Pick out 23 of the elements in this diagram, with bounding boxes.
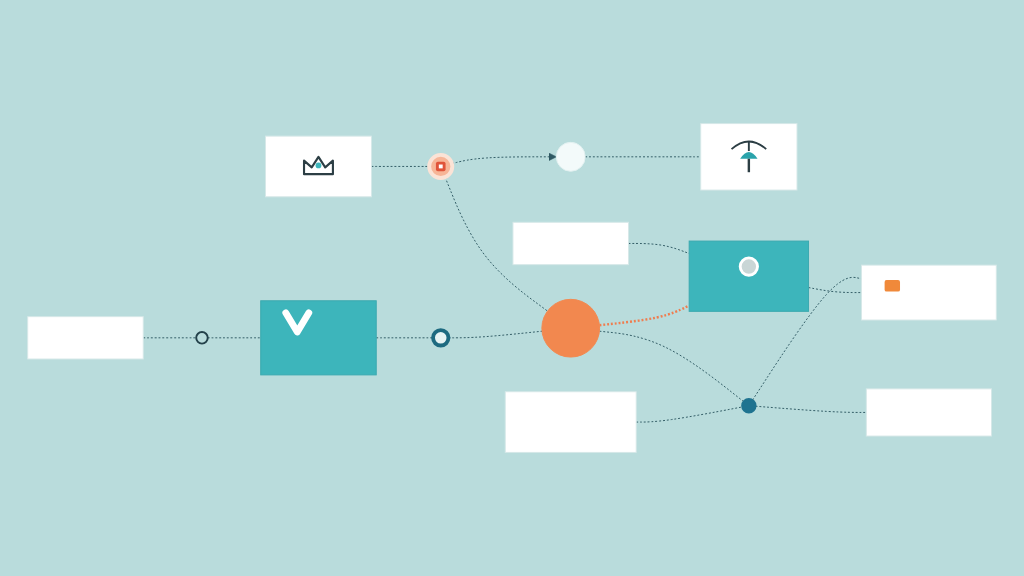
node-circle bbox=[741, 398, 757, 414]
connector bbox=[599, 304, 690, 327]
node-box bbox=[504, 391, 637, 453]
connector bbox=[628, 243, 690, 254]
node-picture bbox=[265, 135, 372, 198]
connector bbox=[599, 330, 745, 402]
node-circle bbox=[195, 331, 209, 345]
connector bbox=[635, 406, 743, 423]
connector bbox=[584, 156, 702, 158]
connector bbox=[808, 287, 862, 294]
connector bbox=[752, 276, 862, 401]
node-box bbox=[512, 221, 629, 266]
node-box bbox=[688, 240, 810, 312]
node-box bbox=[861, 264, 997, 321]
connector bbox=[755, 405, 867, 413]
node-box bbox=[260, 300, 377, 376]
node-circle bbox=[427, 152, 455, 180]
node-box bbox=[865, 388, 992, 437]
node-circle bbox=[431, 328, 451, 348]
node-drop bbox=[555, 141, 586, 172]
node-picture bbox=[700, 123, 798, 191]
node-circle bbox=[541, 298, 601, 358]
node-box bbox=[27, 316, 144, 360]
